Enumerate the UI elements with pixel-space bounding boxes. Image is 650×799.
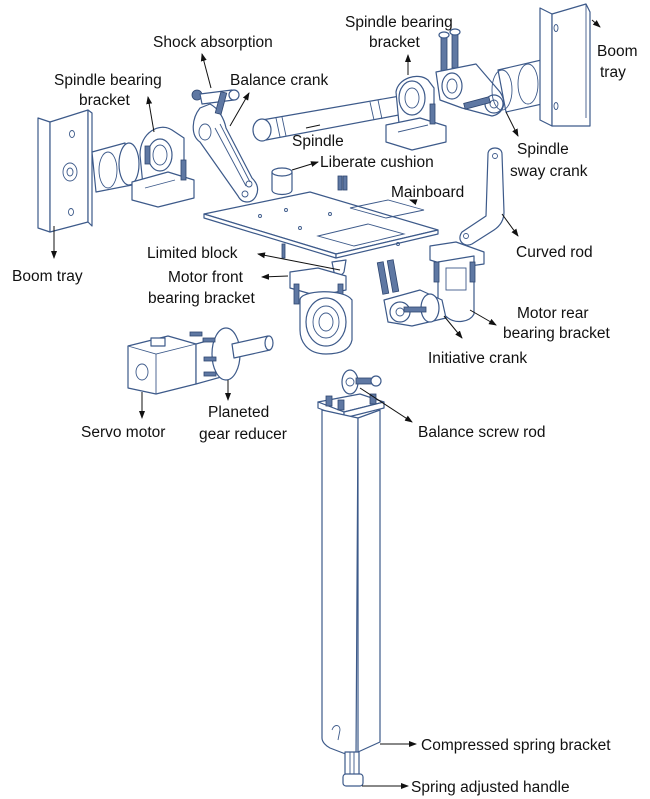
label-motor-rear-bearing-bracket-line2: bearing bracket: [503, 325, 611, 342]
motor-front-bearing-bracket-part: [289, 267, 353, 355]
liberate-cushion-part: [271, 167, 293, 196]
mainboard-part: [203, 191, 439, 259]
leader-lines: [51, 19, 601, 789]
label-limited-block: Limited block: [147, 245, 238, 262]
label-servo-motor: Servo motor: [81, 424, 165, 441]
balance-screw-rod-part: [325, 369, 382, 411]
leader-initiative-crank: [443, 315, 463, 339]
label-boom-tray-right: Boom: [597, 43, 638, 60]
label-motor-front-bearing-bracket: Motor front: [168, 269, 244, 286]
label-boom-tray-left: Boom tray: [12, 268, 83, 285]
label-balance-screw-rod: Balance screw rod: [418, 424, 546, 441]
spindle-sway-crank-part: [435, 63, 505, 117]
shock-absorption-part: [191, 89, 240, 115]
label-compressed-spring-bracket: Compressed spring bracket: [421, 737, 611, 754]
spindle-bearing-bracket-left-part: [131, 126, 195, 208]
mainboard-screw: [337, 175, 343, 191]
motor-rear-bearing-bracket-part: [429, 241, 485, 323]
label-spindle-bearing-bracket-left-line2: bracket: [79, 92, 131, 109]
leader-motor-rear-bearing-bracket: [469, 309, 497, 326]
mainboard-screw: [342, 175, 348, 191]
bracket-bolts-part: [438, 28, 461, 72]
label-motor-front-bearing-bracket-line2: bearing bracket: [148, 290, 256, 307]
label-initiative-crank: Initiative crank: [428, 350, 527, 367]
label-spring-adjusted-handle: Spring adjusted handle: [411, 779, 570, 796]
leader-balance-screw-rod: [359, 387, 413, 423]
leader-spindle: [305, 124, 321, 129]
leader-spindle-bearing-bracket-left: [146, 96, 155, 133]
label-planeted-gear-reducer: Planeted: [208, 404, 269, 421]
servo-motor-part: [127, 335, 197, 395]
label-spindle-sway-crank: Spindle: [517, 141, 569, 158]
leader-motor-front-bearing-bracket: [261, 273, 289, 280]
leader-limited-block: [257, 252, 341, 271]
labels: Shock absorption Spindle bearing bracket…: [12, 14, 638, 796]
initiative-crank-part: [383, 289, 447, 327]
spring-adjusted-handle-part: [342, 751, 364, 787]
curved-rod-part: [459, 147, 505, 246]
label-balance-crank: Balance crank: [230, 72, 328, 89]
leader-boom-tray-right: [591, 19, 601, 28]
label-planeted-gear-reducer-line2: gear reducer: [199, 426, 287, 443]
compressed-spring-bracket-part: [317, 393, 385, 759]
leader-spindle-sway-crank: [505, 111, 519, 137]
boom-tray-left-part: [37, 109, 93, 233]
label-motor-rear-bearing-bracket: Motor rear: [517, 305, 589, 322]
label-spindle: Spindle: [292, 133, 344, 150]
label-curved-rod: Curved rod: [516, 244, 593, 261]
label-liberate-cushion: Liberate cushion: [320, 154, 434, 171]
spring-bolts-part: [376, 259, 400, 295]
label-spindle-bearing-bracket-left: Spindle bearing: [54, 72, 162, 89]
leader-mainboard: [409, 199, 418, 206]
label-spindle-sway-crank-line2: sway crank: [510, 163, 588, 180]
spindle-bearing-bracket-right-part: [385, 75, 447, 151]
leader-liberate-cushion: [291, 161, 319, 171]
label-shock-absorption: Shock absorption: [153, 34, 273, 51]
label-spindle-bearing-bracket-right: Spindle bearing: [345, 14, 453, 31]
leader-curved-rod: [501, 213, 519, 237]
label-spindle-bearing-bracket-right-line2: bracket: [369, 34, 421, 51]
balance-crank-part: [192, 103, 259, 203]
leader-balance-crank: [229, 92, 250, 127]
planeted-gear-reducer-part: [189, 327, 274, 385]
leader-shock-absorption: [200, 53, 212, 89]
boom-tray-right-part: [539, 3, 591, 127]
label-mainboard: Mainboard: [391, 184, 464, 201]
left-roller-part: [91, 142, 140, 193]
label-boom-tray-right-line2: tray: [600, 64, 626, 81]
